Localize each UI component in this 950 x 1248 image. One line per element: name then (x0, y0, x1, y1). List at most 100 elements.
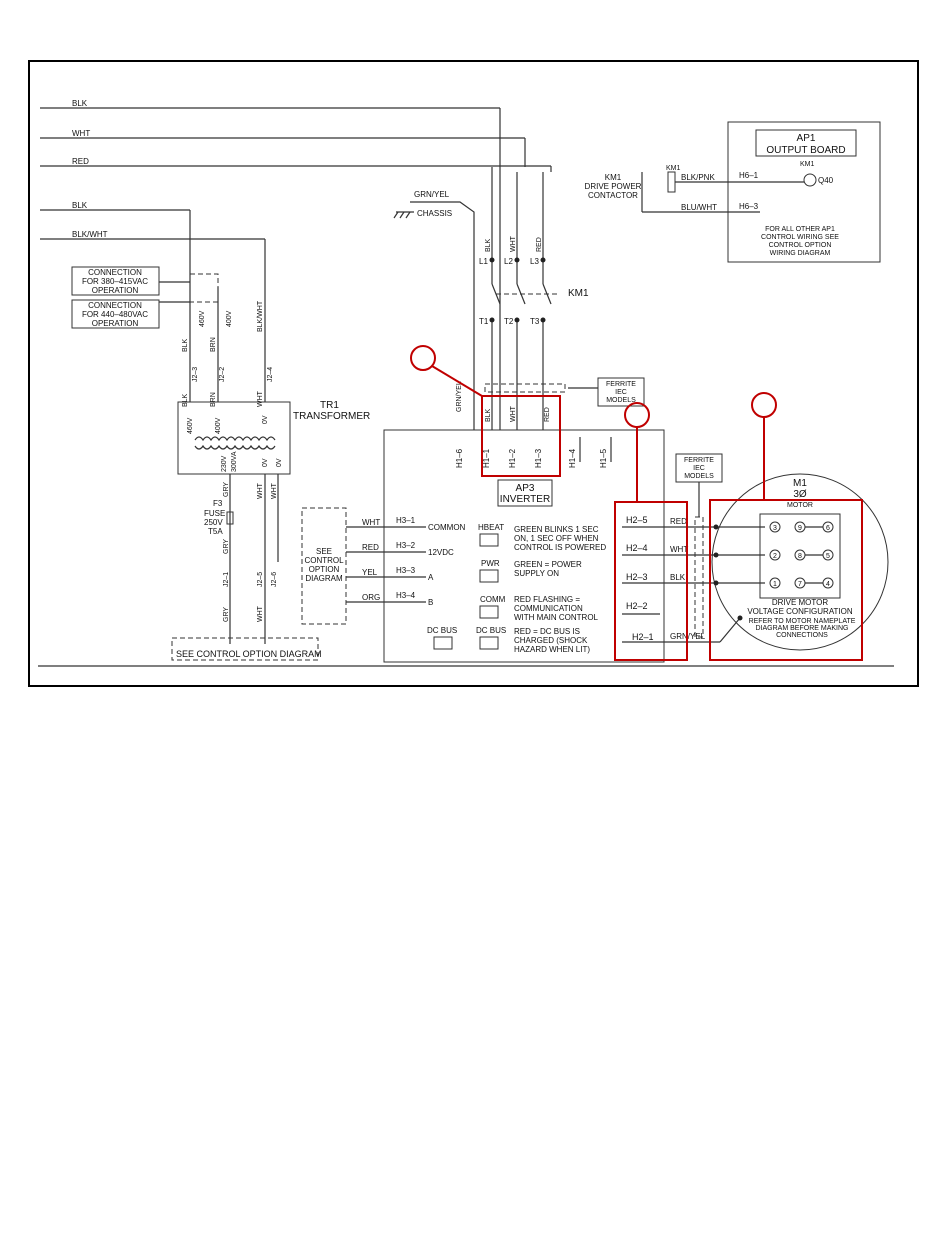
led-comm-label: COMM (480, 595, 506, 604)
wiring-diagram: BLK WHT RED BLK BLK/WHT CONNECTION FOR 3… (38, 99, 894, 667)
callout-circle-1 (410, 345, 436, 371)
led-pwr-icon (479, 569, 499, 583)
dcbus-b-icon (479, 636, 499, 650)
h2-5: H2–5 (626, 515, 648, 525)
tap-blk-label-2: BLK (182, 393, 189, 407)
transformer-name: TR1 (320, 400, 339, 411)
motor-terminal-2: 2 (773, 553, 777, 560)
control-option-bottom: SEE CONTROL OPTION DIAGRAM (176, 649, 322, 659)
h1-2: H1–2 (508, 448, 517, 468)
pwr-desc-1: GREEN = POWER (514, 560, 582, 569)
drive-power-2: DRIVE POWER (585, 182, 642, 191)
diagram-frame: BLK WHT RED BLK BLK/WHT CONNECTION FOR 3… (28, 60, 919, 687)
transformer-tr1: 460V 400V 0V 230V 300VA 0V 0V TR1 TRANSF… (177, 400, 370, 644)
callout-box-2 (614, 501, 688, 661)
ap1-km1-small: KM1 (666, 165, 681, 172)
ap1-note-1: FOR ALL OTHER AP1 (765, 226, 835, 233)
km1-t3: T3 (530, 317, 540, 326)
callout-box-3 (709, 499, 863, 661)
control-option: SEE CONTROL OPTION DIAGRAM WHT RED YEL O… (171, 507, 394, 661)
hbeat-desc-3: CONTROL IS POWERED (514, 543, 606, 552)
drive-power-1: KM1 (605, 173, 622, 182)
h1-6: H1–6 (455, 448, 464, 468)
tap-460v-label: 460V (199, 310, 206, 327)
h3-3: H3–3 (396, 566, 416, 575)
j2-6-label: J2–6 (271, 572, 278, 587)
j2-2-label: J2–2 (219, 367, 226, 382)
ap1-output-board: AP1 OUTPUT BOARD KM1 Q40 H6–1 H6–3 BLK/P… (585, 121, 881, 263)
control-option-line-4: DIAGRAM (305, 574, 343, 583)
km1-t1: T1 (479, 317, 489, 326)
motor-terminal-7: 7 (798, 581, 802, 588)
inv-blk: BLK (485, 408, 492, 422)
h3-4: H3–4 (396, 591, 416, 600)
hbeat-desc-1: GREEN BLINKS 1 SEC (514, 525, 599, 534)
ap1-h6-1: H6–1 (739, 171, 759, 180)
km1-l3: L3 (530, 257, 539, 266)
led-hbeat-label: HBEAT (478, 523, 504, 532)
voltage-connection-boxes: CONNECTION FOR 380–415VAC OPERATION CONN… (71, 266, 274, 407)
bottom-wht-label: WHT (257, 605, 264, 622)
ferrite1-line-2: IEC (615, 389, 627, 396)
ap1-h6-3: H6–3 (739, 202, 759, 211)
h2-2: H2–2 (626, 601, 648, 611)
j2-3-label: J2–3 (192, 367, 199, 382)
comm-desc-3: WITH MAIN CONTROL (514, 613, 599, 622)
callout-annotations (410, 345, 863, 661)
motor-terminal-4: 4 (826, 581, 830, 588)
chassis-ground: GRN/YEL CHASSIS GRN/YEL (393, 190, 475, 430)
dcbus-desc-1: RED = DC BUS IS (514, 627, 580, 636)
ferrite-2: FERRITE IEC MODELS (675, 453, 723, 638)
motor-ref-3: CONNECTIONS (776, 632, 828, 639)
connection-440-line-2: FOR 440–480VAC (82, 310, 148, 319)
callout-box-1 (481, 395, 561, 477)
inv-red: RED (544, 407, 551, 422)
inv-grn-yel-label: GRN/YEL (456, 381, 463, 412)
ap1-title: AP1 (797, 133, 816, 144)
tr-400v-label: 400V (215, 417, 222, 434)
km1-t2: T2 (504, 317, 514, 326)
motor-terminal-6: 6 (826, 525, 830, 532)
h3-a: A (428, 573, 434, 582)
tr-230v-label: 230V (221, 455, 228, 472)
contactor-km1: L1 L2 L3 T1 T2 T3 BLK WHT RED KM1 (479, 167, 589, 430)
h2-1: H2–1 (632, 632, 654, 642)
ferrite1-line-1: FERRITE (606, 381, 636, 388)
h2-4: H2–4 (626, 543, 648, 553)
km1-blk: BLK (485, 238, 492, 252)
ferrite2-line-1: FERRITE (684, 457, 714, 464)
j2-4-label: J2–4 (267, 367, 274, 382)
h3-2: H3–2 (396, 541, 416, 550)
motor-terminal-1: 1 (773, 581, 777, 588)
dcbus-b-label: DC BUS (476, 626, 506, 635)
wire-label-wht: WHT (72, 129, 90, 138)
h1-4: H1–4 (568, 448, 577, 468)
sec-wht-label: WHT (257, 482, 264, 499)
ap1-km1-label: KM1 (800, 161, 815, 168)
fuse-name: F3 (213, 499, 223, 508)
wire-label-blk-wht: BLK/WHT (72, 230, 108, 239)
motor-terminal-8: 8 (798, 553, 802, 560)
h1-5: H1–5 (599, 448, 608, 468)
h3-1: H3–1 (396, 516, 416, 525)
motor-wire-wht: WHT (670, 545, 688, 554)
comm-desc-2: COMMUNICATION (514, 604, 583, 613)
incoming-wires: BLK WHT RED BLK BLK/WHT (40, 99, 552, 430)
fuse-gry-label: GRY (223, 539, 230, 554)
hbeat-desc-2: ON, 1 SEC OFF WHEN (514, 534, 599, 543)
fuse-label-3: T5A (208, 527, 223, 536)
control-red: RED (362, 543, 379, 552)
ap1-subtitle: OUTPUT BOARD (766, 145, 845, 156)
ap1-q40-label: Q40 (818, 176, 834, 185)
motor-config-2: VOLTAGE CONFIGURATION (747, 607, 853, 616)
km1-name: KM1 (568, 288, 589, 299)
ferrite2-line-3: MODELS (684, 473, 714, 480)
ap1-note-2: CONTROL WIRING SEE (761, 234, 839, 241)
dcbus-desc-2: CHARGED (SHOCK (514, 636, 588, 645)
led-hbeat-icon (479, 533, 499, 547)
tr-460v-label: 460V (187, 417, 194, 434)
ferrite-1: FERRITE IEC MODELS (484, 377, 645, 407)
inverter-subtitle: INVERTER (500, 494, 550, 505)
control-option-line-1: SEE (316, 547, 332, 556)
tr-0v-label-2: 0V (262, 458, 269, 467)
